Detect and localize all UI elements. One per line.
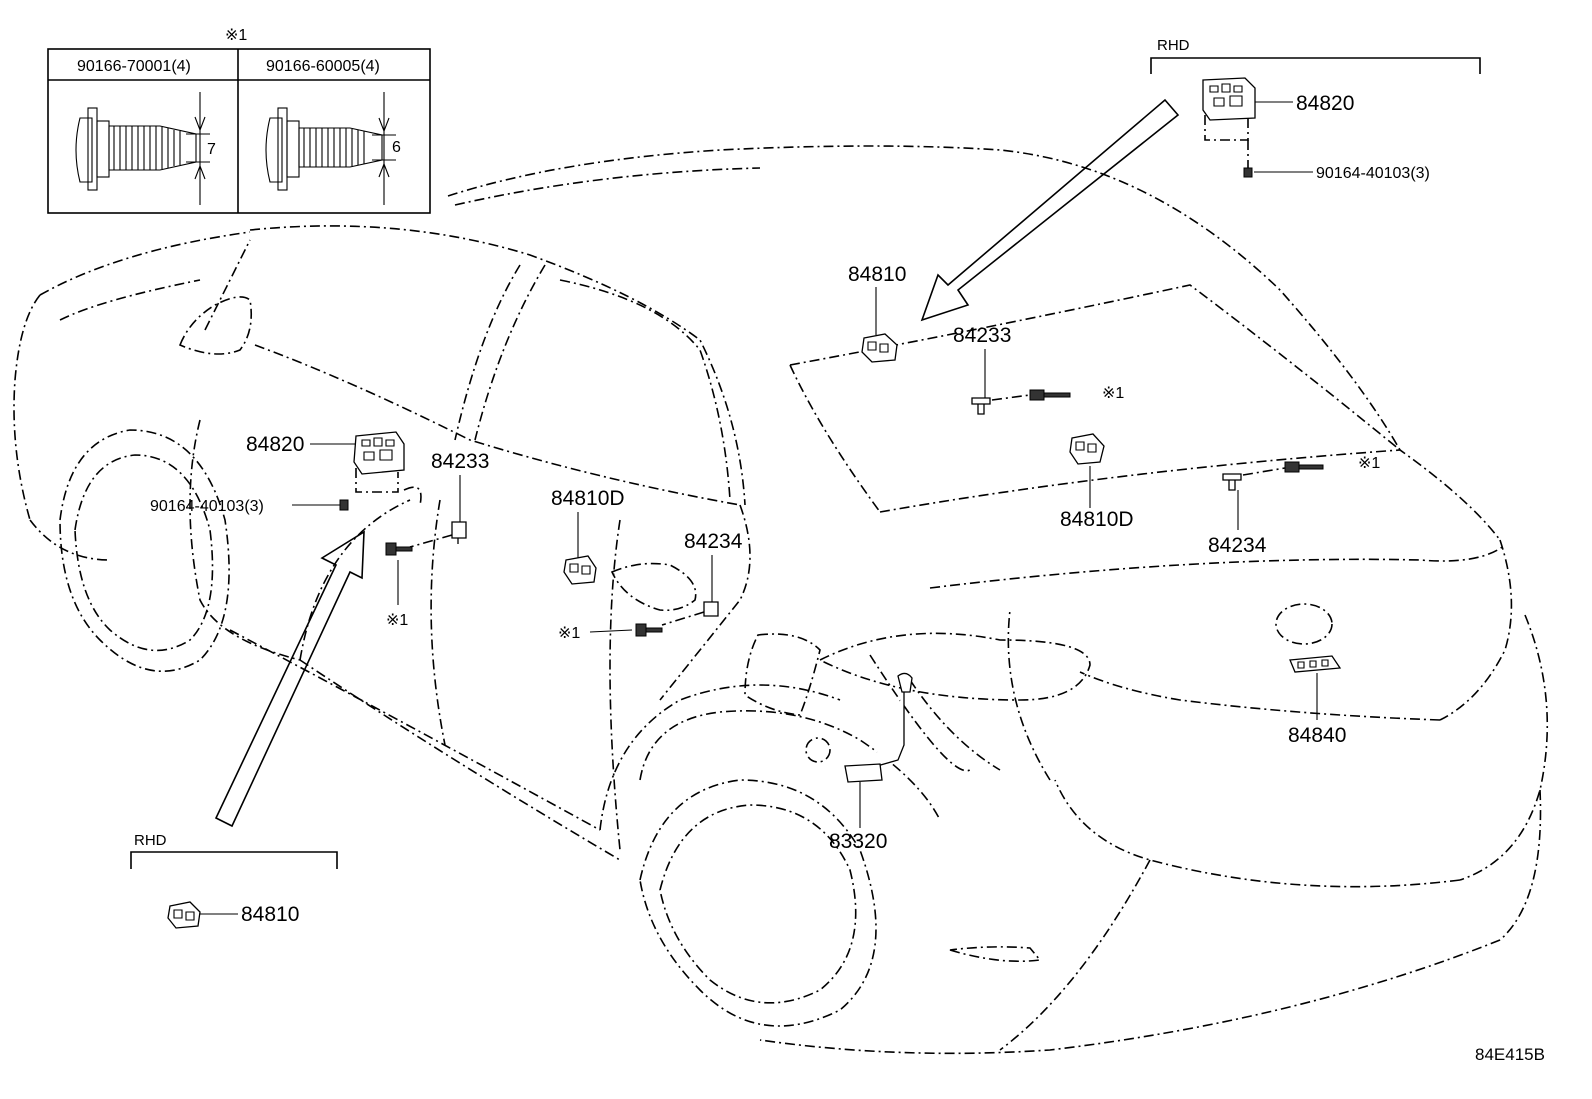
inset-col1-header: 90166-70001(4) — [77, 58, 191, 75]
arrow-left-icon — [214, 530, 365, 828]
mark-r2: ※1 — [1358, 455, 1380, 472]
inset-frame — [47, 48, 431, 214]
left-parts: 84820 90164-40103(3) 84233 ※1 84810D 842… — [150, 431, 743, 642]
label-83320: 83320 — [829, 830, 887, 853]
screw-right1-icon — [1029, 389, 1071, 401]
label-84810-bottom: 84810 — [241, 903, 299, 926]
rhd-bottom-label: RHD — [134, 832, 167, 849]
mark-l1: ※1 — [386, 612, 408, 629]
arrow-right-icon — [920, 98, 1180, 322]
label-84840: 84840 — [1288, 724, 1346, 747]
bolt-left-icon — [339, 499, 349, 511]
screw-60005-icon: 6 — [265, 92, 401, 205]
label-84234-right: 84234 — [1208, 534, 1267, 557]
master-switch-84820-left-icon — [353, 431, 405, 493]
screw-left1-icon — [385, 542, 413, 556]
bolt-top-icon — [1243, 167, 1253, 178]
right-parts: 84810 84233 ※1 84810D ※1 84234 84840 833… — [829, 263, 1380, 853]
label-84810D-right: 84810D — [1060, 508, 1134, 531]
label-84233-left: 84233 — [431, 450, 489, 473]
rhd-top-label: RHD — [1157, 37, 1190, 54]
switch-84810D-left-icon — [563, 555, 597, 585]
opener-cable-83320-icon — [869, 672, 913, 769]
label-84234-left: 84234 — [684, 530, 743, 553]
figure-code: 84E415B — [1475, 1045, 1545, 1064]
clip-84234-right-icon — [1222, 473, 1242, 491]
clip-84233-left-icon — [451, 521, 467, 544]
screw-right2-icon — [1284, 461, 1324, 473]
switch-84810-bottom-icon — [167, 901, 201, 929]
label-bolt-left: 90164-40103(3) — [150, 498, 264, 515]
clip-84233-right-icon — [971, 397, 991, 415]
master-switch-84820-icon — [1202, 77, 1256, 141]
clip-84234-left-icon — [703, 601, 719, 617]
label-84820-top: 84820 — [1296, 92, 1354, 115]
label-84233-right: 84233 — [953, 324, 1011, 347]
label-84820-left: 84820 — [246, 433, 304, 456]
label-bolt-top: 90164-40103(3) — [1316, 165, 1430, 182]
inset-col2-header: 90166-60005(4) — [266, 58, 380, 75]
screw-70001-icon: 7 — [75, 92, 216, 205]
rhd-top-group: RHD 84820 90164-40103(3) — [1150, 37, 1481, 182]
switch-84810D-right-icon — [1069, 433, 1105, 465]
vehicle-outline — [13, 145, 1549, 1055]
screw-left2-icon — [635, 623, 663, 637]
rhd-bottom-group: RHD 84810 — [130, 832, 338, 929]
mark-l2: ※1 — [558, 625, 580, 642]
label-84810D-left: 84810D — [551, 487, 625, 510]
label-84810-top: 84810 — [848, 263, 906, 286]
mark-r1: ※1 — [1102, 385, 1124, 402]
screw-inset: ※1 90166-70001(4) 90166-60005(4) 7 — [47, 27, 431, 214]
inset-dim-6: 6 — [392, 139, 401, 156]
inset-dim-7: 7 — [207, 141, 216, 158]
inset-mark: ※1 — [225, 27, 247, 44]
